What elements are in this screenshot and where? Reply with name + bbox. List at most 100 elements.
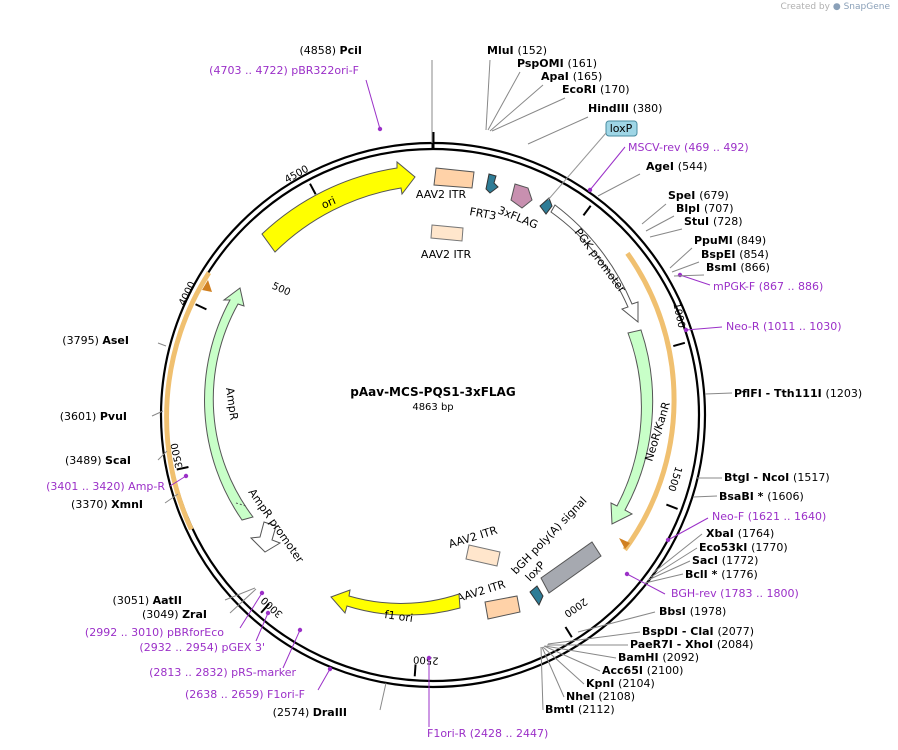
- site-position: (152): [517, 44, 547, 57]
- primer-prs-marker[interactable]: (2813 .. 2832) pRS-marker: [149, 666, 296, 679]
- site-blpi[interactable]: BlpI (707): [676, 202, 734, 215]
- site-leader-bspdi-clai: [547, 631, 641, 645]
- loxp-box[interactable]: [605, 120, 638, 137]
- site-apai[interactable]: ApaI (165): [541, 70, 602, 83]
- frt3-feature[interactable]: [485, 173, 499, 194]
- label-layer: (4858) PciI MluI (152)PspOMI (161)ApaI (1…: [46, 44, 862, 740]
- site-hindiii[interactable]: HindIII (380): [588, 102, 662, 115]
- site-leader-ppumi: [669, 247, 693, 269]
- site-name: PvuI: [100, 410, 127, 423]
- f1-ori-feature[interactable]: [330, 589, 461, 616]
- site-bbsi[interactable]: BbsI (1978): [659, 605, 726, 618]
- aav2-itr-top-feature[interactable]: [433, 167, 475, 189]
- site-name: BsaBI *: [719, 490, 767, 503]
- tick-label: 3000: [259, 594, 285, 619]
- site-position: (866): [740, 261, 770, 274]
- primer-amp-r[interactable]: (3401 .. 3420) Amp-R: [46, 480, 165, 493]
- site-name: DraIII: [313, 706, 347, 719]
- site-bmti[interactable]: BmtI (2112): [545, 703, 615, 716]
- primer-neo-r[interactable]: Neo-R (1011 .. 1030): [726, 320, 842, 333]
- primer-f1ori-f[interactable]: (2638 .. 2659) F1ori-F: [185, 688, 305, 701]
- site-nhei[interactable]: NheI (2108): [566, 690, 635, 703]
- site-xmni[interactable]: (3370) XmnI: [71, 498, 143, 511]
- flag3x-feature[interactable]: [510, 183, 533, 209]
- site-acc65i[interactable]: Acc65I (2100): [602, 664, 683, 677]
- site-mlui[interactable]: MluI (152): [487, 44, 547, 57]
- site-ppumi[interactable]: PpuMI (849): [694, 234, 766, 247]
- site-kpni[interactable]: KpnI (2104): [586, 677, 655, 690]
- loxp-top-feature[interactable]: [539, 197, 553, 215]
- site-pcii[interactable]: (4858) PciI: [299, 44, 362, 57]
- site-bsmi[interactable]: BsmI (866): [706, 261, 770, 274]
- site-name: SacI: [692, 554, 722, 567]
- pgk-promoter-feature[interactable]: [550, 204, 639, 324]
- aav2-itr-inner-feature[interactable]: [430, 224, 464, 242]
- ampr-feature[interactable]: [204, 287, 254, 521]
- site-name: AseI: [102, 334, 129, 347]
- site-draiii[interactable]: (2574) DraIII: [273, 706, 347, 719]
- site-aatii[interactable]: (3051) AatII: [113, 594, 182, 607]
- site-eco53ki[interactable]: Eco53kI (1770): [699, 541, 788, 554]
- loxp-bottom-feature[interactable]: [529, 585, 544, 607]
- site-pflfi-tth111i[interactable]: PflFI - Tth111I (1203): [734, 387, 862, 400]
- site-bsabi[interactable]: BsaBI * (1606): [719, 490, 804, 503]
- site-agei[interactable]: AgeI (544): [646, 160, 707, 173]
- tick-mark: [176, 465, 189, 471]
- site-name: ApaI: [541, 70, 573, 83]
- primer-neo-f[interactable]: Neo-F (1621 .. 1640): [712, 510, 826, 523]
- aav2-itr-inner-bottom-feature[interactable]: [465, 544, 501, 567]
- site-btgi-ncoi[interactable]: BtgI - NcoI (1517): [724, 471, 830, 484]
- site-name: Acc65I: [602, 664, 647, 677]
- ori-feature[interactable]: [261, 160, 416, 253]
- primer-bgh-rev[interactable]: BGH-rev (1783 .. 1800): [671, 587, 799, 600]
- site-leader-kpni: [542, 646, 585, 685]
- site-paer7i-xhoi[interactable]: PaeR7I - XhoI (2084): [630, 638, 753, 651]
- site-position: (2100): [647, 664, 684, 677]
- site-name: BclI *: [685, 568, 721, 581]
- site-name: ScaI: [105, 454, 131, 467]
- site-scai[interactable]: (3489) ScaI: [65, 454, 131, 467]
- loxp-box-label: loxP: [610, 122, 633, 135]
- ampr-promoter-feature[interactable]: [249, 521, 282, 553]
- primer-f1ori-r[interactable]: F1ori-R (2428 .. 2447): [427, 727, 548, 740]
- site-name: SpeI: [668, 189, 699, 202]
- primer-pgex-3[interactable]: (2932 .. 2954) pGEX 3': [139, 641, 265, 654]
- primer-mpgk-f[interactable]: mPGK-F (867 .. 886): [713, 280, 823, 293]
- site-pvui[interactable]: (3601) PvuI: [60, 410, 127, 423]
- neor-kanr-feature[interactable]: [610, 329, 654, 525]
- site-leader-xbai: [652, 533, 703, 574]
- site-saci[interactable]: SacI (1772): [692, 554, 758, 567]
- primer-pbr322ori-f[interactable]: (4703 .. 4722) pBR322ori-F: [209, 64, 359, 77]
- f1-ori-label: f1 ori: [384, 608, 414, 625]
- site-position: (728): [713, 215, 743, 228]
- primer-pbrforeco[interactable]: (2992 .. 3010) pBRforEco: [85, 626, 224, 639]
- site-leader-spei: [641, 203, 667, 225]
- bgh-polya-feature[interactable]: [540, 541, 602, 594]
- site-pspomi[interactable]: PspOMI (161): [517, 57, 597, 70]
- site-bspdi-clai[interactable]: BspDI - ClaI (2077): [642, 625, 754, 638]
- primer-mscv-rev[interactable]: MSCV-rev (469 .. 492): [628, 141, 749, 154]
- site-stui[interactable]: StuI (728): [684, 215, 743, 228]
- site-ecori[interactable]: EcoRI (170): [562, 83, 630, 96]
- features: ori AAV2 ITR AAV2 ITR FRT3 3xFLAG loxP P…: [204, 120, 673, 625]
- site-leader-blpi: [645, 215, 675, 232]
- site-asei[interactable]: (3795) AseI: [62, 334, 129, 347]
- site-position: (2112): [578, 703, 615, 716]
- primer-leader-pbr322ori-f: [365, 79, 381, 130]
- site-bspei[interactable]: BspEI (854): [701, 248, 769, 261]
- site-bcli[interactable]: BclI * (1776): [685, 568, 758, 581]
- site-zrai[interactable]: (3049) ZraI: [142, 608, 207, 621]
- primer-leader-f1ori-f: [317, 668, 331, 691]
- site-bamhi[interactable]: BamHI (2092): [618, 651, 699, 664]
- site-spei[interactable]: SpeI (679): [668, 189, 729, 202]
- tick-label: 3500: [170, 442, 186, 469]
- site-position: (2077): [717, 625, 754, 638]
- aav2-itr-bottom-feature[interactable]: [484, 595, 521, 620]
- tick-mark: [260, 603, 270, 614]
- site-leader-bspei: [671, 261, 700, 273]
- site-xbai[interactable]: XbaI (1764): [706, 527, 774, 540]
- site-name: PpuMI: [694, 234, 737, 247]
- site-name: AgeI: [646, 160, 678, 173]
